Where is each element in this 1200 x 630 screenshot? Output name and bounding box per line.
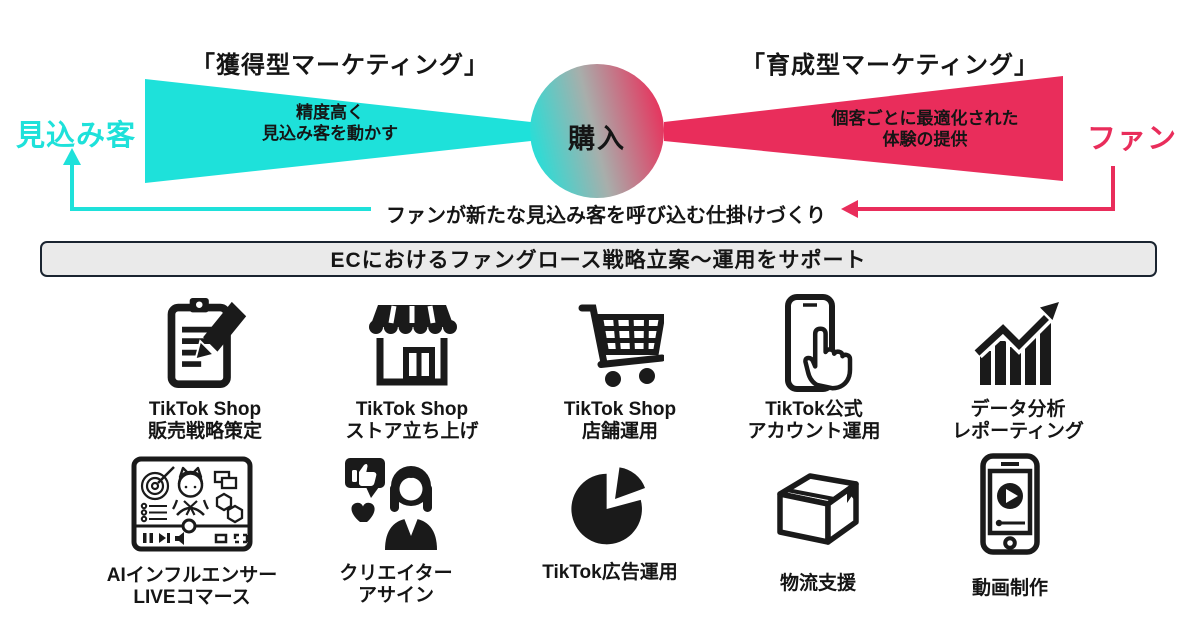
service-card: 動画制作 <box>898 450 1122 600</box>
service-card: TikTok Shop 販売戦略策定 <box>93 290 317 443</box>
service-card: TikTok Shop ストア立ち上げ <box>300 290 524 443</box>
fan-loop-arrow <box>841 166 1115 218</box>
service-label: TikTok Shop 販売戦略策定 <box>147 399 262 442</box>
creator-assign-icon <box>284 450 508 558</box>
service-label: クリエイター アサイン <box>339 563 453 606</box>
shopping-cart-icon <box>508 290 732 396</box>
service-card: 物流支援 <box>706 450 930 595</box>
nurture-funnel-shape <box>664 76 1063 181</box>
service-card: TikTok Shop 店舗運用 <box>508 290 732 443</box>
pie-chart-icon <box>498 450 722 558</box>
service-label: TikTok広告運用 <box>542 562 678 583</box>
acquisition-funnel-shape <box>145 79 531 183</box>
video-production-icon <box>898 450 1122 558</box>
storefront-icon <box>300 290 524 396</box>
prospect-loop-arrow <box>63 148 371 211</box>
ai-live-commerce-icon <box>80 450 304 558</box>
nurture-heading: 「育成型マーケティング」 <box>740 52 1040 79</box>
fan-label: ファン <box>1086 123 1177 155</box>
service-label: TikTok Shop ストア立ち上げ <box>345 399 479 442</box>
package-box-icon <box>706 450 930 558</box>
service-card: データ分析 レポーティング <box>906 290 1130 443</box>
prospect-label: 見込み客 <box>15 120 136 152</box>
service-card: TikTok広告運用 <box>498 450 722 584</box>
service-card: AIインフルエンサー LIVEコマース <box>80 450 304 609</box>
service-card: クリエイター アサイン <box>284 450 508 607</box>
funnel-diagram-graphic <box>63 64 1115 218</box>
service-label: AIインフルエンサー LIVEコマース <box>106 565 278 608</box>
acquisition-description: 精度高く 見込み客を動かす <box>262 103 398 143</box>
support-banner: ECにおけるファングロース戦略立案〜運用をサポート <box>40 241 1157 277</box>
acquisition-heading: 「獲得型マーケティング」 <box>190 52 490 79</box>
purchase-label: 購入 <box>568 124 626 154</box>
clipboard-pencil-icon <box>93 290 317 396</box>
support-banner-text: ECにおけるファングロース戦略立案〜運用をサポート <box>330 249 867 272</box>
growth-chart-icon <box>906 290 1130 396</box>
service-label: TikTok公式 アカウント運用 <box>747 399 881 442</box>
service-label: 動画制作 <box>971 578 1048 599</box>
service-label: データ分析 レポーティング <box>952 399 1084 442</box>
loop-caption: ファンが新たな見込み客を呼び込む仕掛けづくり <box>386 205 826 227</box>
purchase-circle <box>530 64 664 198</box>
service-label: TikTok Shop 店舗運用 <box>563 399 677 442</box>
service-card: TikTok公式 アカウント運用 <box>702 290 926 443</box>
nurture-description: 個客ごとに最適化された 体験の提供 <box>831 109 1019 149</box>
service-label: 物流支援 <box>779 573 856 594</box>
phone-tap-icon <box>702 290 926 396</box>
